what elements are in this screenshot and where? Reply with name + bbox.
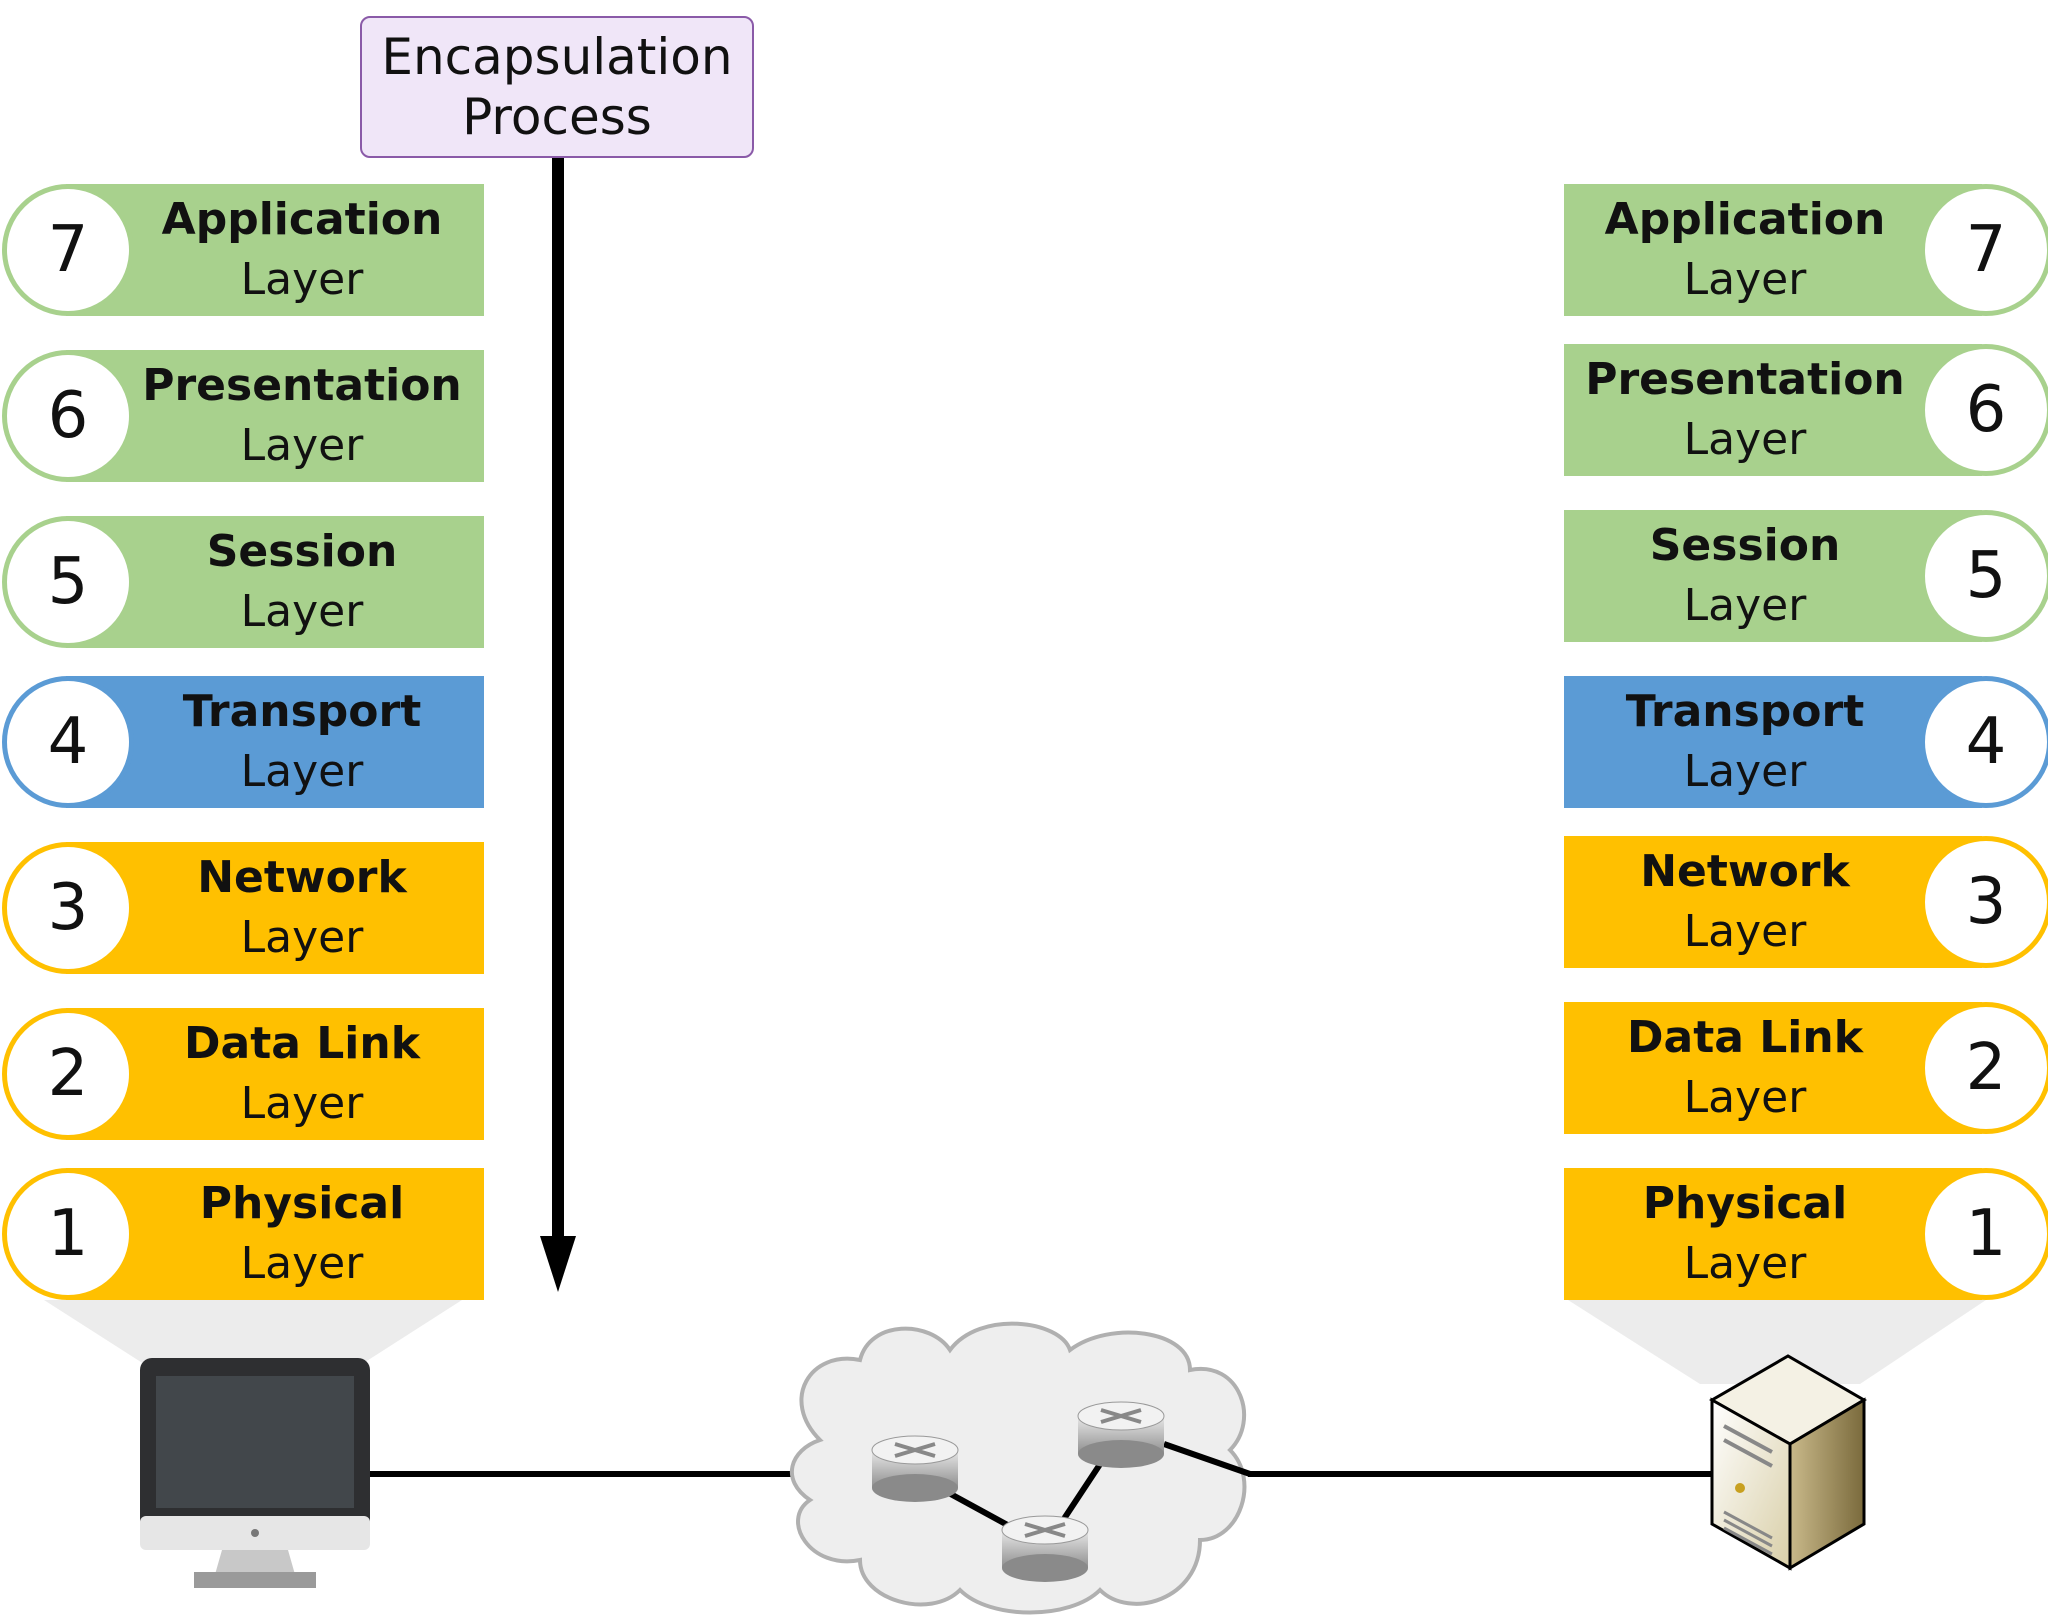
encapsulation-arrow [540, 158, 576, 1292]
right-projection-shade [1568, 1300, 1986, 1384]
desktop-monitor-icon [140, 1358, 370, 1588]
encapsulation-line-1: Encapsulation [381, 28, 733, 86]
router-icon [871, 1435, 959, 1502]
encapsulation-process-label: Encapsulation Process [360, 16, 754, 158]
router-icon [1001, 1515, 1089, 1582]
left-projection-shade [44, 1300, 462, 1364]
encapsulation-line-2: Process [462, 88, 652, 146]
cloud-with-routers-icon [789, 1321, 1251, 1615]
server-tower-icon [1708, 1354, 1867, 1571]
router-icon [1077, 1401, 1165, 1468]
